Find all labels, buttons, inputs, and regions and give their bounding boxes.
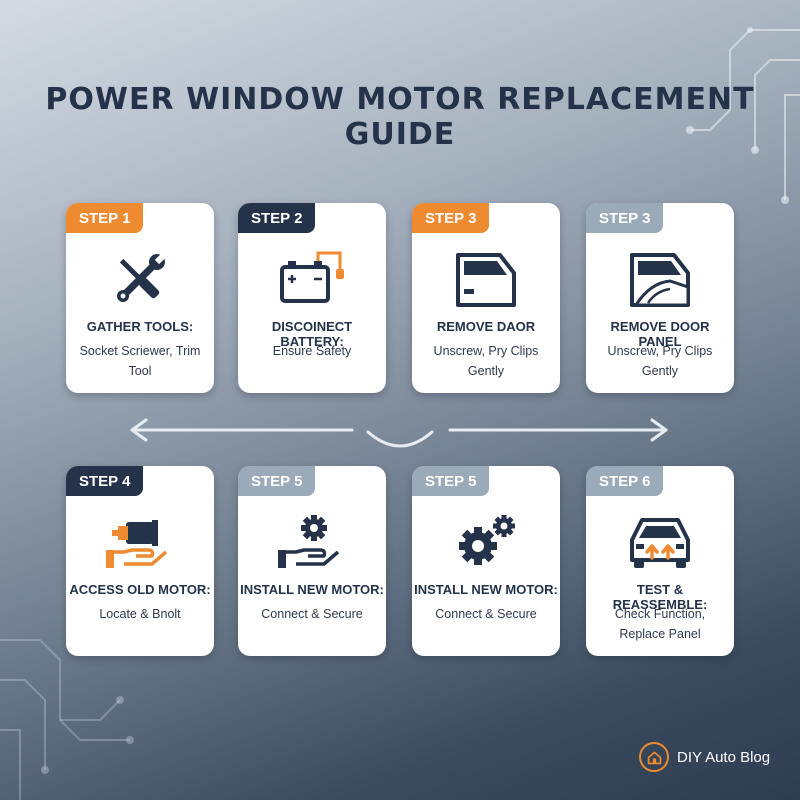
home-logo-icon [639, 742, 669, 772]
car-front-icon [586, 504, 734, 580]
step-badge: STEP 5 [412, 466, 490, 496]
step-badge: STEP 1 [66, 203, 144, 233]
step-card-test-reassemble: STEP 6 TEST & REASSEMBLE: Check Function… [586, 466, 734, 656]
step-description-line: Socket Scriewer, Trim Tool [79, 344, 201, 378]
step-description: Unscrew, Pry Clips Gently [590, 341, 730, 381]
step-description: Connect & Secure [416, 604, 556, 624]
step-heading: REMOVE DOOR PANEL [610, 319, 710, 349]
flow-arrows [130, 418, 668, 448]
step-card-gather-tools: STEP 1 GATHER TOOLS: Socket Scriewer, Tr… [66, 203, 214, 393]
step-badge: STEP 5 [238, 466, 316, 496]
step-card-install-new-motor-hand: STEP 5 INSTALL NEW MOTOR: Connect & Secu… [238, 466, 386, 656]
step-card-remove-door-panel: STEP 3 REMOVE DOOR PANEL Unscrew, Pry Cl… [586, 203, 734, 393]
step-card-remove-door: STEP 3 REMOVE DAOR Unscrew, Pry Clips Ge… [412, 203, 560, 393]
brand-name: DIY Auto Blog [677, 748, 771, 766]
step-card-install-new-motor-gears: STEP 5 [412, 466, 560, 656]
step-heading: TEST & REASSEMBLE: [612, 582, 708, 612]
step-description-line: Check Function, [614, 607, 706, 621]
step-description-line: Unscrew, Pry Clips Gently [433, 344, 539, 378]
step-heading: INSTALL NEW MOTOR: [414, 582, 558, 597]
step-description-line: Connect & Secure [435, 607, 537, 621]
step-badge: STEP 3 [586, 203, 664, 233]
step-description: Connect & Secure [242, 604, 382, 624]
step-card-access-old-motor: STEP 4 ACCESS OLD MOTOR: Locate & Bnolt [66, 466, 214, 656]
step-heading: GATHER TOOLS: [86, 319, 194, 334]
step-description-line: Unscrew, Pry Clips Gently [607, 344, 713, 378]
step-description: Locate & Bnolt [70, 604, 210, 624]
step-heading: INSTALL NEW MOTOR: [240, 582, 384, 597]
step-heading: ACCESS OLD MOTOR: [69, 582, 211, 597]
step-heading: REMOVE DAOR [436, 319, 536, 334]
door-panel-icon [586, 241, 734, 317]
step-heading: DISCOINECT BATTERY: [271, 319, 353, 349]
step-description: Check Function, Replace Panel [590, 604, 730, 644]
brand-footer: DIY Auto Blog [639, 742, 770, 772]
step-description-line: Connect & Secure [261, 607, 363, 621]
hand-gear-icon [238, 504, 386, 580]
battery-icon [238, 241, 386, 317]
step-description-line: Locate & Bnolt [99, 607, 181, 621]
gears-icon [412, 504, 560, 580]
step-card-disconnect-battery: STEP 2 DISCOINECT BATTERY: Ensure Safety [238, 203, 386, 393]
step-description: Socket Scriewer, Trim Tool [70, 341, 210, 381]
wrench-screwdriver-icon [66, 241, 214, 317]
step-badge: STEP 6 [586, 466, 664, 496]
step-description: Ensure Safety [242, 341, 382, 361]
step-description-line: Ensure Safety [272, 344, 352, 358]
page-title: POWER WINDOW MOTOR REPLACEMENT GUIDE [45, 82, 755, 152]
step-badge: STEP 3 [412, 203, 490, 233]
hand-motor-icon [66, 504, 214, 580]
car-door-icon [412, 241, 560, 317]
step-badge: STEP 4 [66, 466, 144, 496]
step-description: Unscrew, Pry Clips Gently [416, 341, 556, 381]
step-badge: STEP 2 [238, 203, 316, 233]
step-description-line: Replace Panel [619, 627, 701, 641]
